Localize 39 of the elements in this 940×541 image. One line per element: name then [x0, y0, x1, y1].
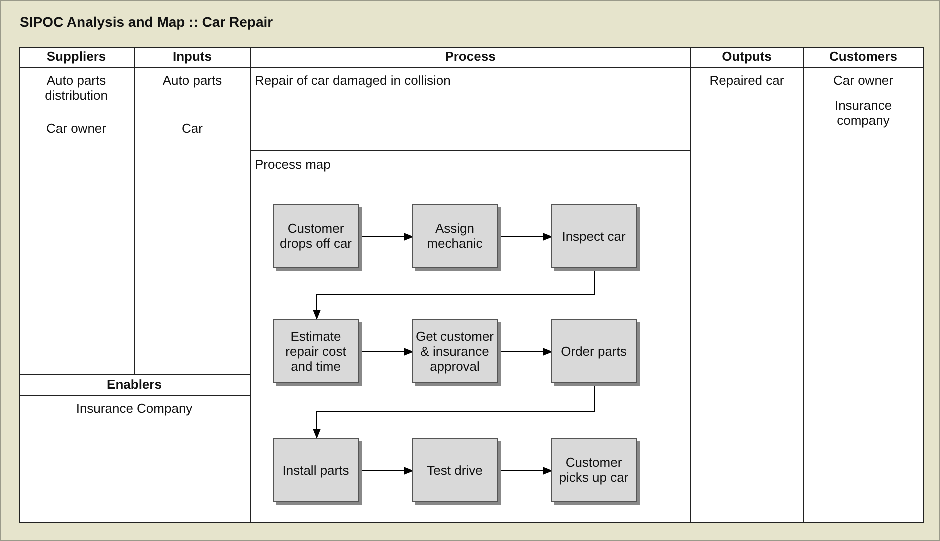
- process-box: Install parts: [273, 438, 359, 502]
- table-column: [135, 47, 251, 374]
- diagram-title: SIPOC Analysis and Map :: Car Repair: [20, 14, 274, 30]
- column-heading: Suppliers: [19, 47, 134, 68]
- cell-text: Repaired car: [708, 73, 786, 88]
- table-column: [19, 47, 135, 374]
- section-label: Process map: [254, 157, 332, 172]
- process-box: Estimate repair cost and time: [273, 319, 359, 383]
- column-heading: Process: [251, 47, 690, 68]
- cell-text: Car owner: [46, 121, 108, 136]
- cell-text: Car: [181, 121, 204, 136]
- arrow: [313, 270, 596, 320]
- cell-text: Insurance company: [834, 98, 894, 128]
- process-box: Get customer & insurance approval: [412, 319, 498, 383]
- cell-text: Insurance Company: [75, 401, 194, 416]
- arrow: [360, 467, 414, 475]
- column-heading: Inputs: [135, 47, 250, 68]
- process-box: Test drive: [412, 438, 498, 502]
- arrow: [360, 233, 414, 241]
- process-box: Order parts: [551, 319, 637, 383]
- process-box: Assign mechanic: [412, 204, 498, 268]
- arrow: [313, 384, 596, 439]
- arrow: [360, 348, 414, 356]
- table-column: [251, 47, 691, 523]
- column-heading: Outputs: [691, 47, 803, 68]
- column-heading: Enablers: [19, 375, 250, 396]
- arrow: [498, 467, 553, 475]
- column-heading: Customers: [804, 47, 923, 68]
- section-label: Repair of car damaged in collision: [254, 73, 452, 88]
- table-section: [19, 374, 251, 523]
- arrow: [498, 348, 553, 356]
- process-box: Customer drops off car: [273, 204, 359, 268]
- process-box: Inspect car: [551, 204, 637, 268]
- table-column: [691, 47, 804, 523]
- cell-text: Car owner: [832, 73, 894, 88]
- cell-text: Auto parts distribution: [44, 73, 109, 103]
- process-box: Customer picks up car: [551, 438, 637, 502]
- arrow: [498, 233, 553, 241]
- cell-text: Auto parts: [162, 73, 224, 88]
